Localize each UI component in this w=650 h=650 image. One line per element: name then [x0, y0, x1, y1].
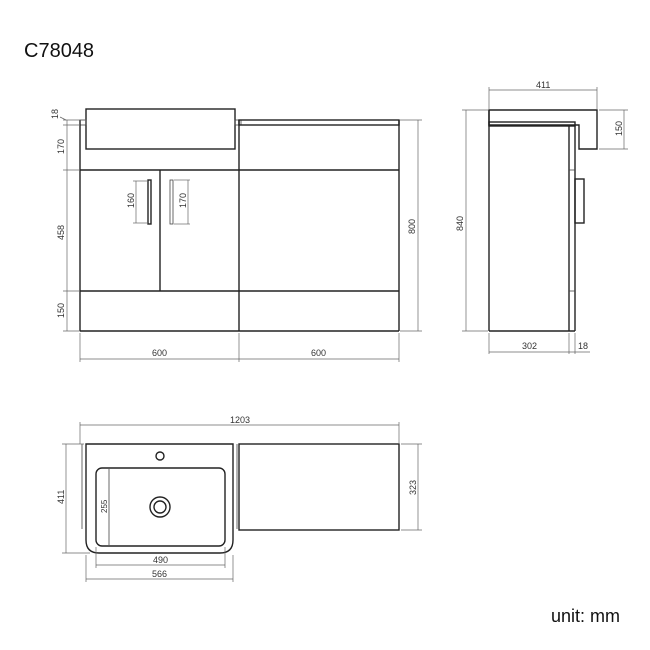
- dim-door-thickness: 18: [578, 341, 588, 351]
- dim-side-depth: 411: [536, 80, 550, 90]
- dim-total-width: 1203: [230, 415, 250, 425]
- dim-bowl-width: 490: [153, 555, 168, 565]
- dim-top-thickness: 18: [50, 109, 60, 119]
- basin-bowl: [95, 467, 226, 547]
- basin-lip-left: [79, 119, 87, 126]
- dim-basin-drop: 150: [614, 121, 624, 136]
- dim-right-depth: 323: [408, 480, 418, 495]
- worktop-side: [488, 121, 576, 127]
- tap-hole-icon: [155, 451, 165, 461]
- handle-side: [574, 178, 585, 224]
- drain-icon: [149, 496, 171, 518]
- basin-side: [488, 109, 598, 150]
- basin-top: [85, 443, 234, 554]
- dim-side-height: 840: [455, 216, 465, 231]
- dim-right-width: 600: [311, 348, 326, 358]
- dim-handle-right: 170: [178, 193, 188, 208]
- handle-right: [169, 179, 174, 225]
- basin-front: [85, 108, 236, 150]
- product-code: C78048: [24, 40, 95, 62]
- unit-label: unit: mm: [551, 606, 621, 626]
- dim-door-height: 458: [56, 225, 66, 240]
- handle-left: [147, 179, 152, 225]
- front-view: 160 170 18 170 458 150 800 600 600: [50, 108, 422, 362]
- dim-top-depth: 411: [56, 490, 66, 504]
- basin-lip-right: [234, 119, 242, 126]
- cabinet-top-right: [238, 443, 400, 531]
- dim-plinth-height: 150: [56, 303, 66, 318]
- dim-carcass-depth: 302: [522, 341, 537, 351]
- worktop-right: [238, 119, 400, 126]
- side-view: 411 150 840 302 18: [455, 80, 628, 354]
- dim-basin-width: 566: [152, 569, 167, 579]
- top-view: 255 1203 411 323 490 566: [56, 415, 422, 582]
- dim-total-height: 800: [407, 219, 417, 234]
- dim-basin-height: 170: [56, 139, 66, 154]
- dim-bowl-depth: 255: [100, 499, 109, 513]
- dim-left-width: 600: [152, 348, 167, 358]
- dim-handle-left: 160: [126, 193, 136, 208]
